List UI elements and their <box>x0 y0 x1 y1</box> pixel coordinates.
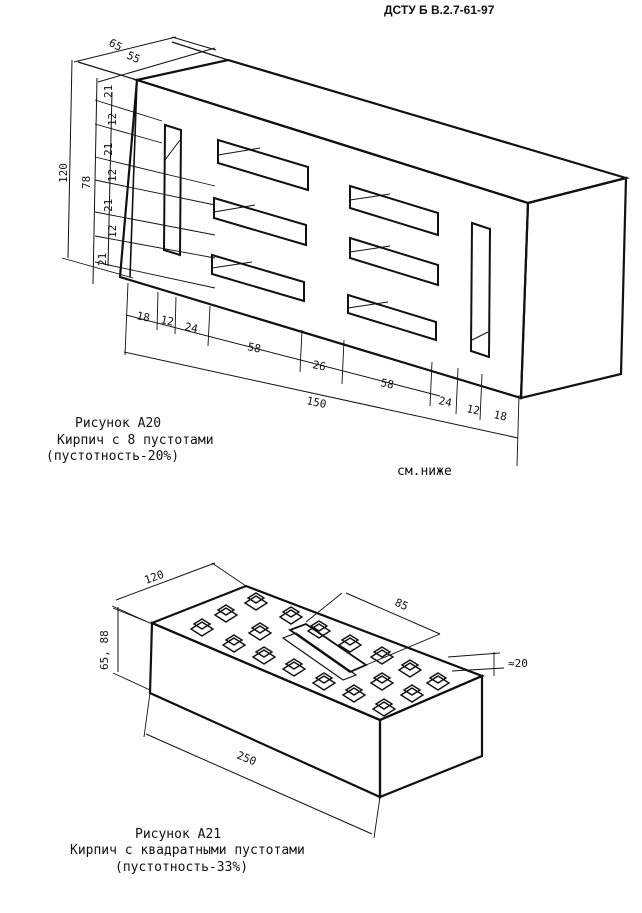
brick-a21-square-voids <box>189 592 451 717</box>
brick-a21-drawing <box>111 562 505 839</box>
brick-a20-end-face <box>519 176 628 400</box>
dim-a21-height: 65, 88 <box>98 630 111 670</box>
dim-a20-bottom: 58 <box>379 376 395 391</box>
brick-a20-void <box>349 184 439 237</box>
figure-a20-name: Кирпич с 8 пустотами <box>57 433 214 448</box>
brick-a20-vertical-slot <box>162 123 183 257</box>
dim-a20-bottom: 26 <box>311 358 327 373</box>
brick-a20-vertical-slot <box>469 221 492 359</box>
brick-a20-top-face <box>132 58 631 205</box>
dim-a20-left: 21 <box>102 85 115 98</box>
dim-a20-left: 12 <box>106 113 119 126</box>
brick-a21-top-face <box>149 584 485 722</box>
brick-a20-drawing <box>61 36 631 467</box>
dim-a21-length-250: 250 <box>235 749 258 768</box>
dim-a20-bottom: 58 <box>246 340 262 355</box>
dim-a21-slot-85: 85 <box>393 596 410 613</box>
dim-a20-width-65: 65 <box>107 36 125 54</box>
brick-a20-void <box>349 236 439 287</box>
dim-a21-void-20: ≈20 <box>508 657 528 670</box>
dim-a20-bottom: 12 <box>465 402 481 417</box>
dim-a20-height-120: 120 <box>57 163 70 183</box>
figure-a20-title: Рисунок А20 <box>75 416 161 431</box>
dim-a20-width-55: 55 <box>125 49 142 66</box>
dim-a20-length-150: 150 <box>305 394 327 411</box>
standard-header: ДСТУ Б В.2.7-61-97 <box>384 3 495 17</box>
brick-a20-void <box>217 138 309 192</box>
dim-a20-left: 12 <box>106 169 119 182</box>
brick-a21-slot-inner <box>281 632 358 681</box>
figure-a21-title: Рисунок А21 <box>135 827 221 842</box>
brick-a21-end-face <box>378 674 484 799</box>
brick-a20-void <box>347 293 437 342</box>
brick-a20-void <box>211 253 305 303</box>
dim-a21-width-120: 120 <box>143 568 166 587</box>
dim-a20-left: 21 <box>102 199 115 212</box>
dim-a20-bottom: 24 <box>183 320 199 336</box>
dim-a20-bottom: 12 <box>159 313 175 328</box>
dim-a20-left: 12 <box>106 225 119 238</box>
see-below-note: см.ниже <box>397 464 452 479</box>
figure-a21-name: Кирпич с квадратными пустотами <box>70 843 305 858</box>
figure-a20-voidness: (пустотность-20%) <box>46 449 179 464</box>
dim-a20-bottom: 18 <box>492 408 508 423</box>
figure-a21-voidness: (пустотность-33%) <box>115 860 248 875</box>
dim-a20-left: 21 <box>96 253 109 266</box>
brick-a20-front-face <box>118 78 530 400</box>
dim-a20-left: 21 <box>102 143 115 156</box>
dim-a20-bottom: 24 <box>437 394 453 410</box>
dim-a20-height-78: 78 <box>80 176 93 189</box>
brick-a20-void <box>213 196 307 247</box>
dim-a20-bottom: 18 <box>135 309 151 324</box>
